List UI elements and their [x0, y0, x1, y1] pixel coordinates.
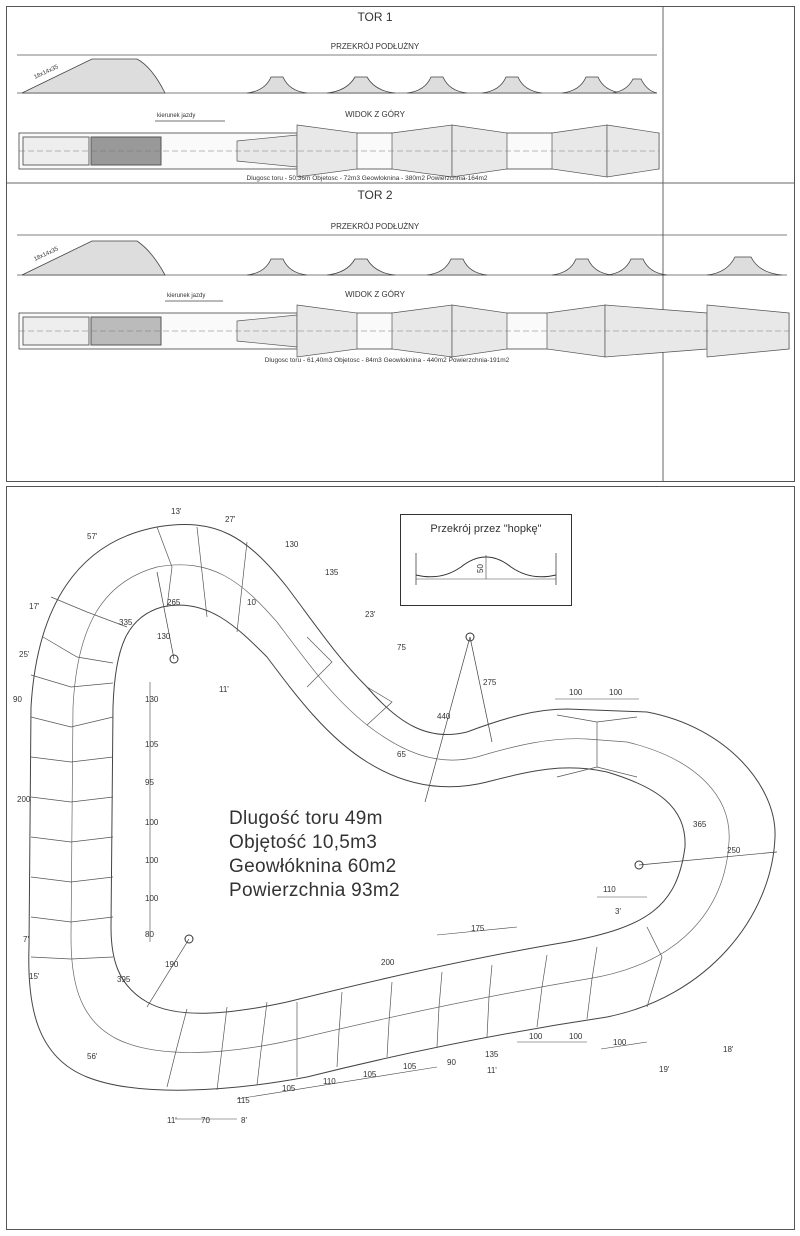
tor1-top-label: WIDOK Z GÓRY [345, 110, 406, 119]
tor2-start-hill [21, 240, 166, 276]
tor2-direction: kierunek jazdy [167, 293, 205, 299]
tor2-top-label: WIDOK Z GÓRY [345, 290, 406, 299]
tor1-direction: kierunek jazdy [157, 113, 195, 119]
hop-section-title: Przekrój przez "hopkę" [430, 523, 542, 535]
track-stats: Dlugość toru 49m Objętość 10,5m3 Geowłók… [229, 807, 400, 903]
hop-dim: 50 [476, 564, 485, 573]
track-outer-edge [28, 524, 776, 1091]
tor2-summary: Dlugosc toru - 61,40m3 Objetosc - 84m3 G… [265, 357, 510, 364]
stat-volume: Objętość 10,5m3 [229, 832, 378, 853]
plan-drawing [28, 524, 778, 1120]
track-inner-edge [110, 604, 686, 1014]
hop-section-box: Przekrój przez "hopkę" 50 [400, 514, 572, 606]
tor1-summary: Dlugosc toru - 50,36m Objetosc - 72m3 Ge… [247, 175, 488, 182]
tor2-section-label: PRZEKRÓJ PODŁUŻNY [331, 222, 420, 231]
stat-geotextile: Geowłóknina 60m2 [229, 856, 397, 877]
plan-sheet: Przekrój przez "hopkę" 50 Dlugość toru 4… [6, 486, 795, 1230]
tor1-start-hill [21, 58, 166, 94]
tracks-sheet: TOR 1 PRZEKRÓJ PODŁUŻNY 18x14x35 WIDOK Z… [6, 6, 795, 482]
tor1-section-label: PRZEKRÓJ PODŁUŻNY [331, 42, 420, 51]
tor2-title: TOR 2 [357, 188, 392, 202]
stat-length: Dlugość toru 49m [229, 808, 383, 829]
hop-profile: 50 [415, 553, 557, 585]
stat-surface: Powierzchnia 93m2 [229, 880, 400, 901]
tor1-title: TOR 1 [357, 10, 392, 24]
tracks-drawing: TOR 1 PRZEKRÓJ PODŁUŻNY 18x14x35 WIDOK Z… [7, 7, 794, 481]
